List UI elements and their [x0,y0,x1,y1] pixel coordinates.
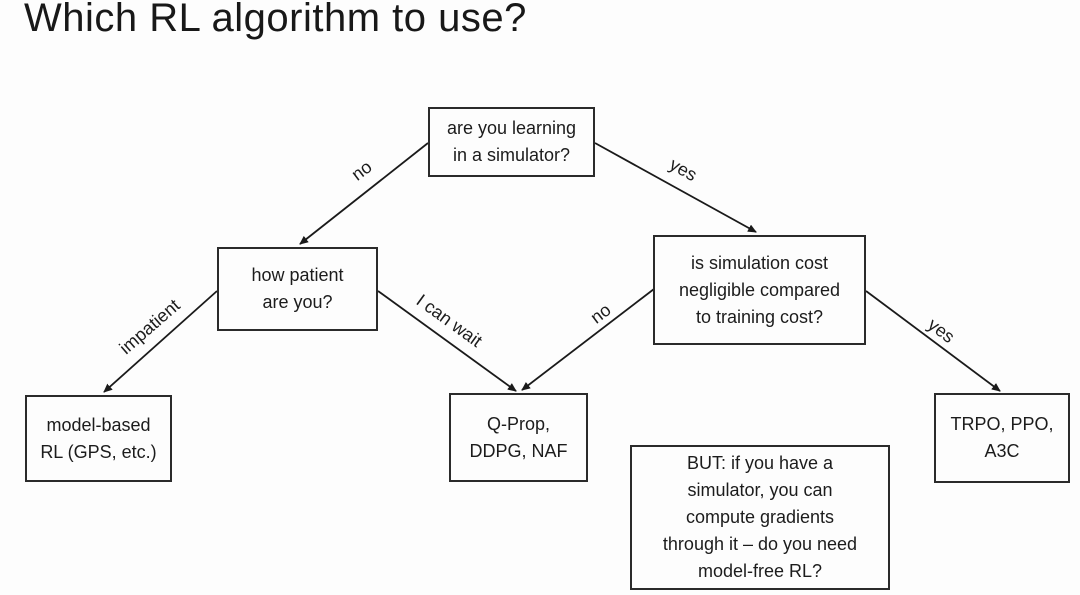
edge-label-no-to-patience: no [347,156,376,185]
node-simulator-question: are you learning in a simulator? [428,107,595,177]
node-but-note-line: through it – do you need [662,534,858,554]
node-but-note-line: model-free RL? [697,561,823,581]
node-but-note-line: BUT: if you have a [686,453,834,473]
node-model-based-result-line: RL (GPS, etc.) [40,441,157,462]
node-qprop-result-line: DDPG, NAF [469,440,568,461]
node-model-based-result-line: model-based [46,414,151,435]
node-qprop-result: Q-Prop, DDPG, NAF [449,393,588,482]
node-but-note-line: simulator, you can [687,480,833,500]
node-but-note-line: compute gradients [685,507,835,527]
slide-title: Which RL algorithm to use? [24,0,527,40]
edge-label-yes-to-sim-cost: yes [666,154,701,186]
arrow-yes-to-trpo [865,290,1001,392]
node-sim-cost-question-line: is simulation cost [690,252,829,273]
node-but-note: BUT: if you have a simulator, you can co… [630,445,890,590]
node-model-based-result: model-based RL (GPS, etc.) [25,395,172,482]
edge-label-i-can-wait: I can wait [412,290,486,352]
node-sim-cost-question: is simulation cost negligible compared t… [653,235,866,345]
node-simulator-question-line: in a simulator? [452,145,571,165]
arrow-no-to-qprop [521,288,655,391]
node-sim-cost-question-line: to training cost? [695,306,824,327]
node-sim-cost-question-line: negligible compared [678,279,841,300]
node-simulator-question-line: are you learning [446,118,577,138]
node-trpo-result: TRPO, PPO, A3C [934,393,1070,483]
node-patience-question-line: are you? [262,292,333,312]
edge-label-impatient: impatient [115,295,184,359]
node-trpo-result-line: TRPO, PPO, [950,414,1054,434]
edge-label-no-to-qprop: no [586,299,615,328]
node-patience-question-line: how patient [251,265,344,285]
node-patience-question: how patient are you? [217,247,378,331]
edge-label-yes-to-trpo: yes [924,314,959,348]
node-trpo-result-line: A3C [984,441,1020,461]
node-qprop-result-line: Q-Prop, [486,413,551,434]
